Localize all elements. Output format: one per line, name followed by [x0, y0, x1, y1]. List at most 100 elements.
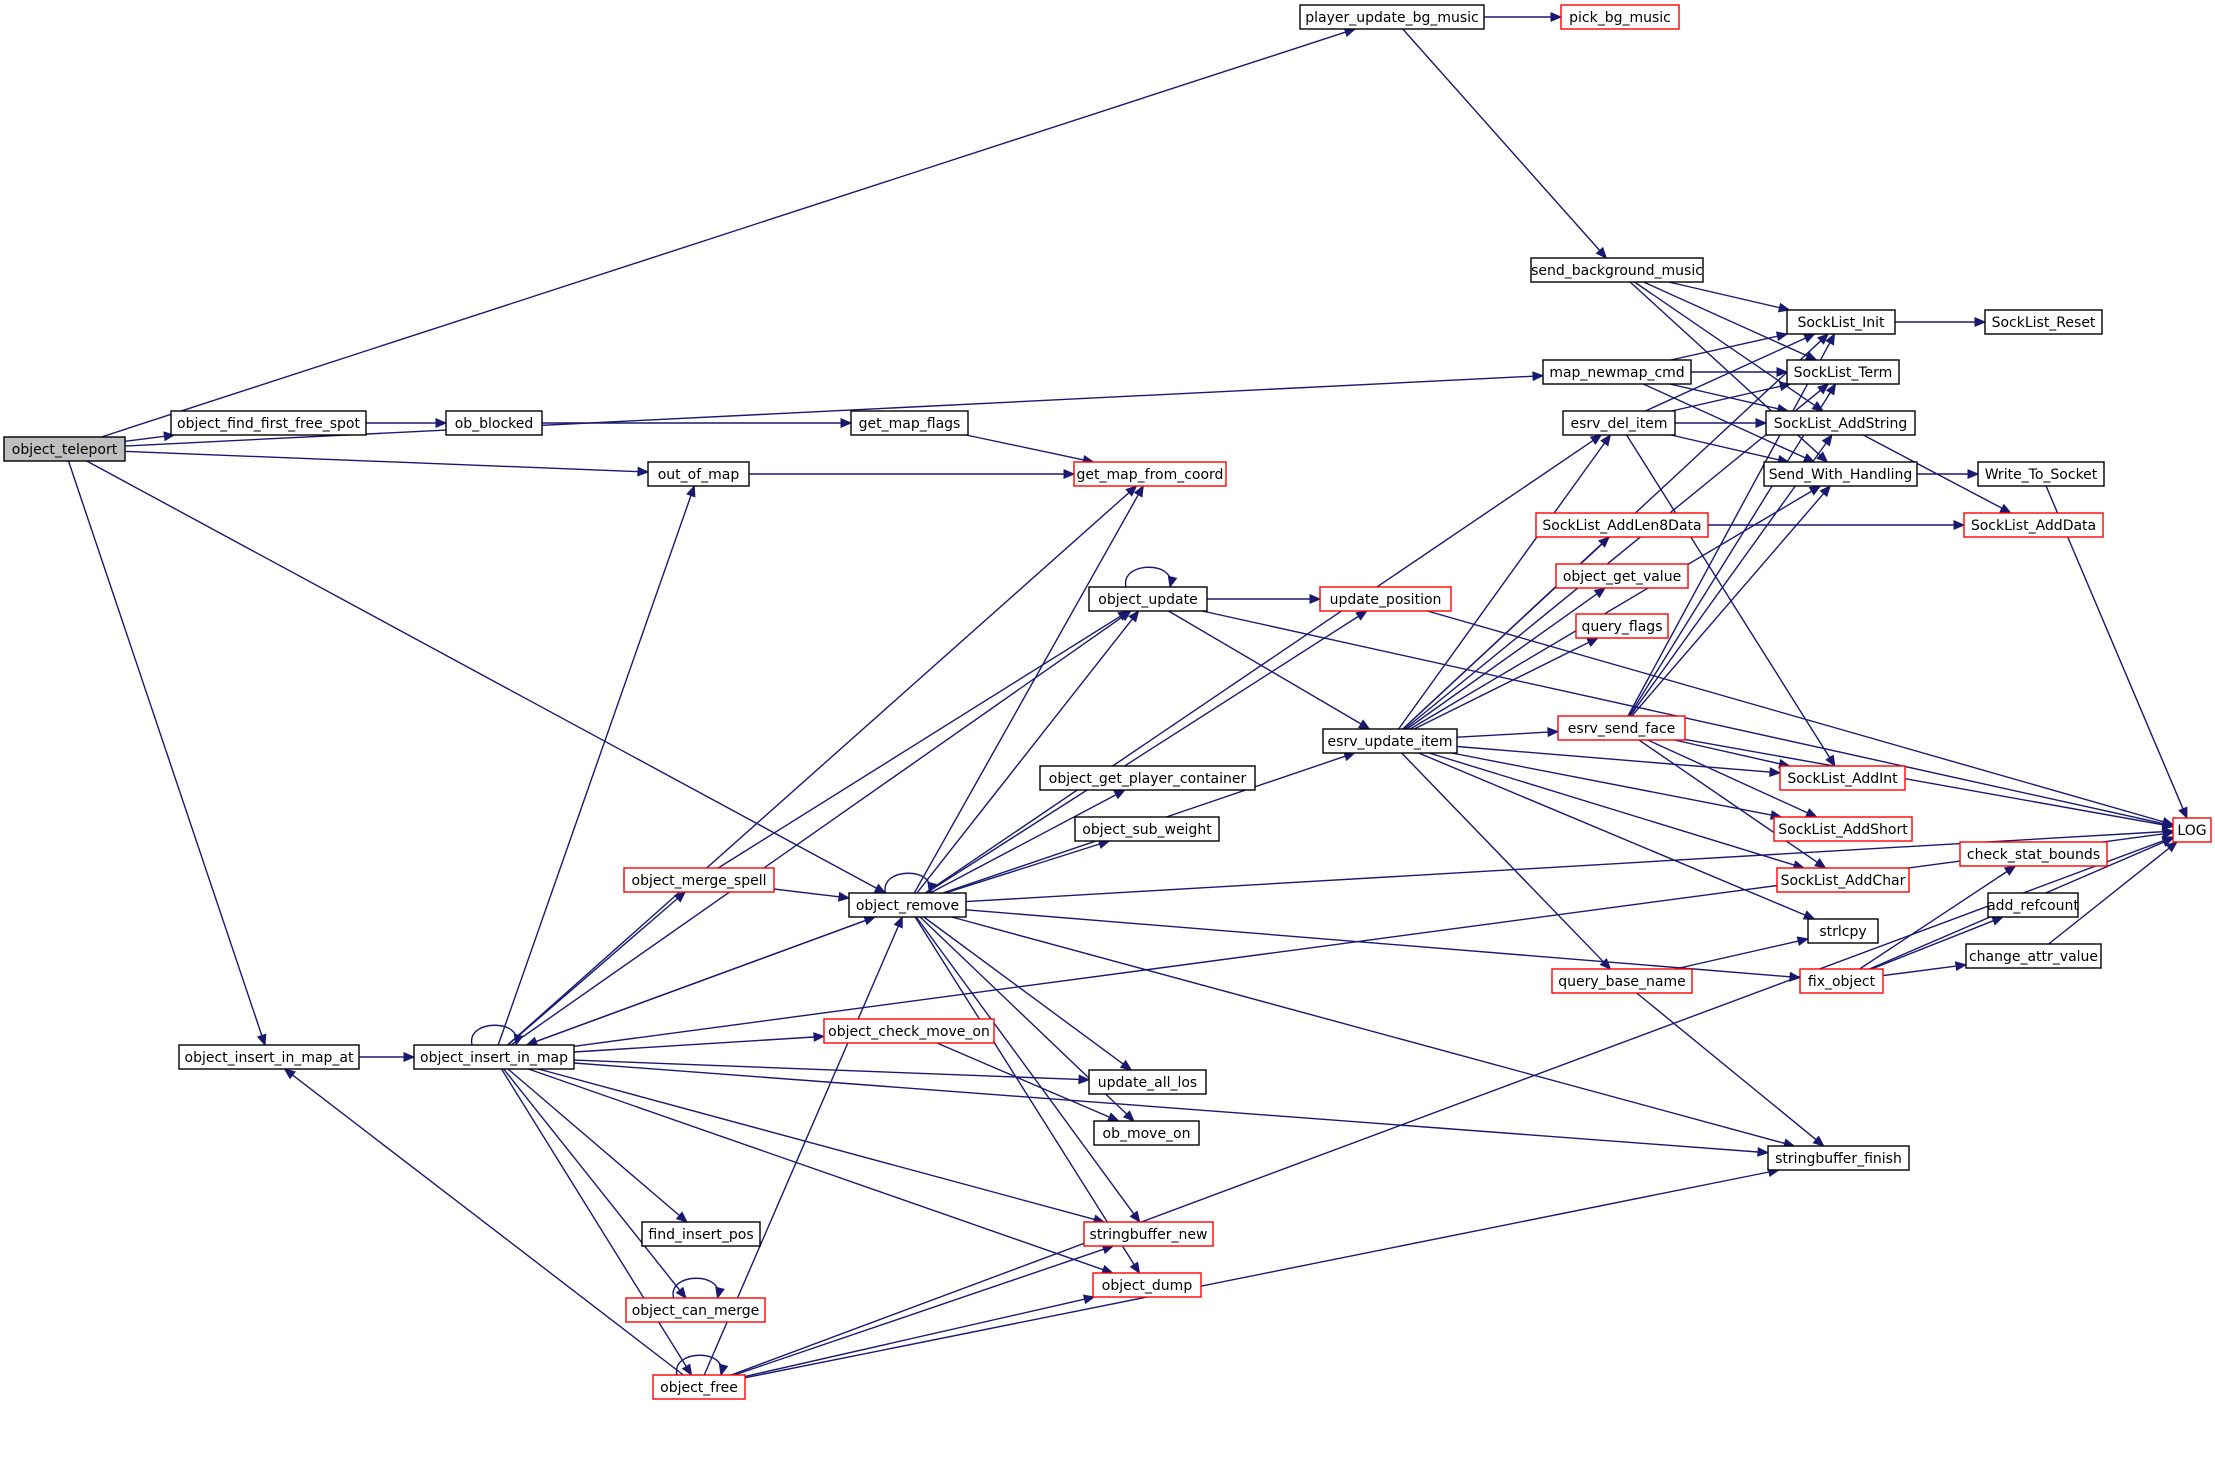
node-box[interactable] — [1322, 728, 1458, 754]
node-box[interactable] — [1786, 359, 1900, 385]
node-box[interactable] — [652, 1374, 746, 1400]
node-strlcpy[interactable]: strlcpy — [1807, 918, 1879, 944]
node-box[interactable] — [1530, 257, 1704, 283]
node-box[interactable] — [1088, 586, 1208, 612]
node-object_can_merge[interactable]: object_can_merge — [625, 1297, 766, 1323]
node-box[interactable] — [1319, 586, 1452, 612]
node-object_find_first_free_spot[interactable]: object_find_first_free_spot — [170, 410, 367, 436]
node-box[interactable] — [1092, 1272, 1202, 1298]
node-stringbuffer_new[interactable]: stringbuffer_new — [1083, 1221, 1214, 1247]
node-object_insert_in_map[interactable]: object_insert_in_map — [413, 1044, 575, 1070]
node-update_position[interactable]: update_position — [1319, 586, 1452, 612]
node-change_attr_value[interactable]: change_attr_value — [1965, 943, 2102, 969]
node-box[interactable] — [848, 892, 967, 918]
node-SockList_AddLen8Data[interactable]: SockList_AddLen8Data — [1535, 512, 1709, 538]
node-box[interactable] — [1963, 512, 2104, 538]
node-box[interactable] — [1765, 410, 1916, 436]
node-box[interactable] — [3, 436, 126, 462]
node-send_background_music[interactable]: send_background_music — [1530, 257, 1704, 283]
node-object_get_player_container[interactable]: object_get_player_container — [1039, 765, 1256, 791]
node-update_all_los[interactable]: update_all_los — [1088, 1069, 1207, 1095]
node-object_insert_in_map_at[interactable]: object_insert_in_map_at — [178, 1044, 360, 1070]
node-Send_With_Handling[interactable]: Send_With_Handling — [1763, 461, 1918, 487]
node-box[interactable] — [1299, 4, 1485, 30]
node-esrv_del_item[interactable]: esrv_del_item — [1562, 410, 1676, 436]
node-box[interactable] — [1959, 841, 2108, 867]
node-box[interactable] — [178, 1044, 360, 1070]
node-fix_object[interactable]: fix_object — [1799, 968, 1884, 994]
node-box[interactable] — [1575, 613, 1669, 639]
node-SockList_Term[interactable]: SockList_Term — [1786, 359, 1900, 385]
node-LOG[interactable]: LOG — [2172, 817, 2212, 843]
node-box[interactable] — [1551, 968, 1693, 994]
node-get_map_from_coord[interactable]: get_map_from_coord — [1073, 461, 1227, 487]
node-box[interactable] — [1083, 1221, 1214, 1247]
node-SockList_Reset[interactable]: SockList_Reset — [1984, 309, 2103, 335]
node-box[interactable] — [1535, 512, 1709, 538]
node-check_stat_bounds[interactable]: check_stat_bounds — [1959, 841, 2108, 867]
node-box[interactable] — [413, 1044, 575, 1070]
node-box[interactable] — [1767, 1145, 1910, 1171]
node-box[interactable] — [1807, 918, 1879, 944]
node-box[interactable] — [1799, 968, 1884, 994]
node-SockList_AddShort[interactable]: SockList_AddShort — [1773, 816, 1913, 842]
node-SockList_AddData[interactable]: SockList_AddData — [1963, 512, 2104, 538]
node-find_insert_pos[interactable]: find_insert_pos — [641, 1221, 761, 1247]
node-ob_move_on[interactable]: ob_move_on — [1093, 1120, 1200, 1146]
node-stringbuffer_finish[interactable]: stringbuffer_finish — [1767, 1145, 1910, 1171]
node-box[interactable] — [1562, 410, 1676, 436]
node-object_update[interactable]: object_update — [1088, 586, 1208, 612]
node-box[interactable] — [2172, 817, 2212, 843]
node-box[interactable] — [1776, 867, 1910, 893]
node-box[interactable] — [625, 1297, 766, 1323]
node-esrv_send_face[interactable]: esrv_send_face — [1557, 715, 1686, 741]
node-box[interactable] — [1093, 1120, 1200, 1146]
node-box[interactable] — [1786, 309, 1896, 335]
node-box[interactable] — [170, 410, 367, 436]
node-out_of_map[interactable]: out_of_map — [647, 461, 750, 487]
node-box[interactable] — [1555, 563, 1689, 589]
node-object_free[interactable]: object_free — [652, 1374, 746, 1400]
node-map_newmap_cmd[interactable]: map_newmap_cmd — [1542, 359, 1692, 385]
node-box[interactable] — [623, 867, 775, 893]
node-add_refcount[interactable]: add_refcount — [1987, 892, 2079, 918]
node-object_teleport[interactable]: object_teleport — [3, 436, 126, 462]
node-esrv_update_item[interactable]: esrv_update_item — [1322, 728, 1458, 754]
node-SockList_Init[interactable]: SockList_Init — [1786, 309, 1896, 335]
node-box[interactable] — [1039, 765, 1256, 791]
node-SockList_AddInt[interactable]: SockList_AddInt — [1779, 765, 1906, 791]
node-Write_To_Socket[interactable]: Write_To_Socket — [1977, 461, 2105, 487]
node-box[interactable] — [1542, 359, 1692, 385]
node-box[interactable] — [1074, 816, 1220, 842]
node-box[interactable] — [823, 1018, 995, 1044]
node-box[interactable] — [647, 461, 750, 487]
node-object_remove[interactable]: object_remove — [848, 892, 967, 918]
node-box[interactable] — [1965, 943, 2102, 969]
node-box[interactable] — [1773, 816, 1913, 842]
node-object_merge_spell[interactable]: object_merge_spell — [623, 867, 775, 893]
node-ob_blocked[interactable]: ob_blocked — [445, 410, 543, 436]
node-pick_bg_music[interactable]: pick_bg_music — [1560, 4, 1680, 30]
node-query_base_name[interactable]: query_base_name — [1551, 968, 1693, 994]
node-object_check_move_on[interactable]: object_check_move_on — [823, 1018, 995, 1044]
node-box[interactable] — [1560, 4, 1680, 30]
node-object_sub_weight[interactable]: object_sub_weight — [1074, 816, 1220, 842]
node-box[interactable] — [445, 410, 543, 436]
node-SockList_AddChar[interactable]: SockList_AddChar — [1776, 867, 1910, 893]
node-box[interactable] — [1073, 461, 1227, 487]
node-box[interactable] — [1977, 461, 2105, 487]
node-player_update_bg_music[interactable]: player_update_bg_music — [1299, 4, 1485, 30]
node-box[interactable] — [641, 1221, 761, 1247]
node-query_flags[interactable]: query_flags — [1575, 613, 1669, 639]
node-box[interactable] — [1984, 309, 2103, 335]
node-SockList_AddString[interactable]: SockList_AddString — [1765, 410, 1916, 436]
node-object_dump[interactable]: object_dump — [1092, 1272, 1202, 1298]
node-box[interactable] — [1557, 715, 1686, 741]
node-box[interactable] — [1779, 765, 1906, 791]
node-get_map_flags[interactable]: get_map_flags — [850, 410, 969, 436]
node-box[interactable] — [850, 410, 969, 436]
node-box[interactable] — [1088, 1069, 1207, 1095]
node-box[interactable] — [1763, 461, 1918, 487]
node-object_get_value[interactable]: object_get_value — [1555, 563, 1689, 589]
node-box[interactable] — [1987, 892, 2079, 918]
